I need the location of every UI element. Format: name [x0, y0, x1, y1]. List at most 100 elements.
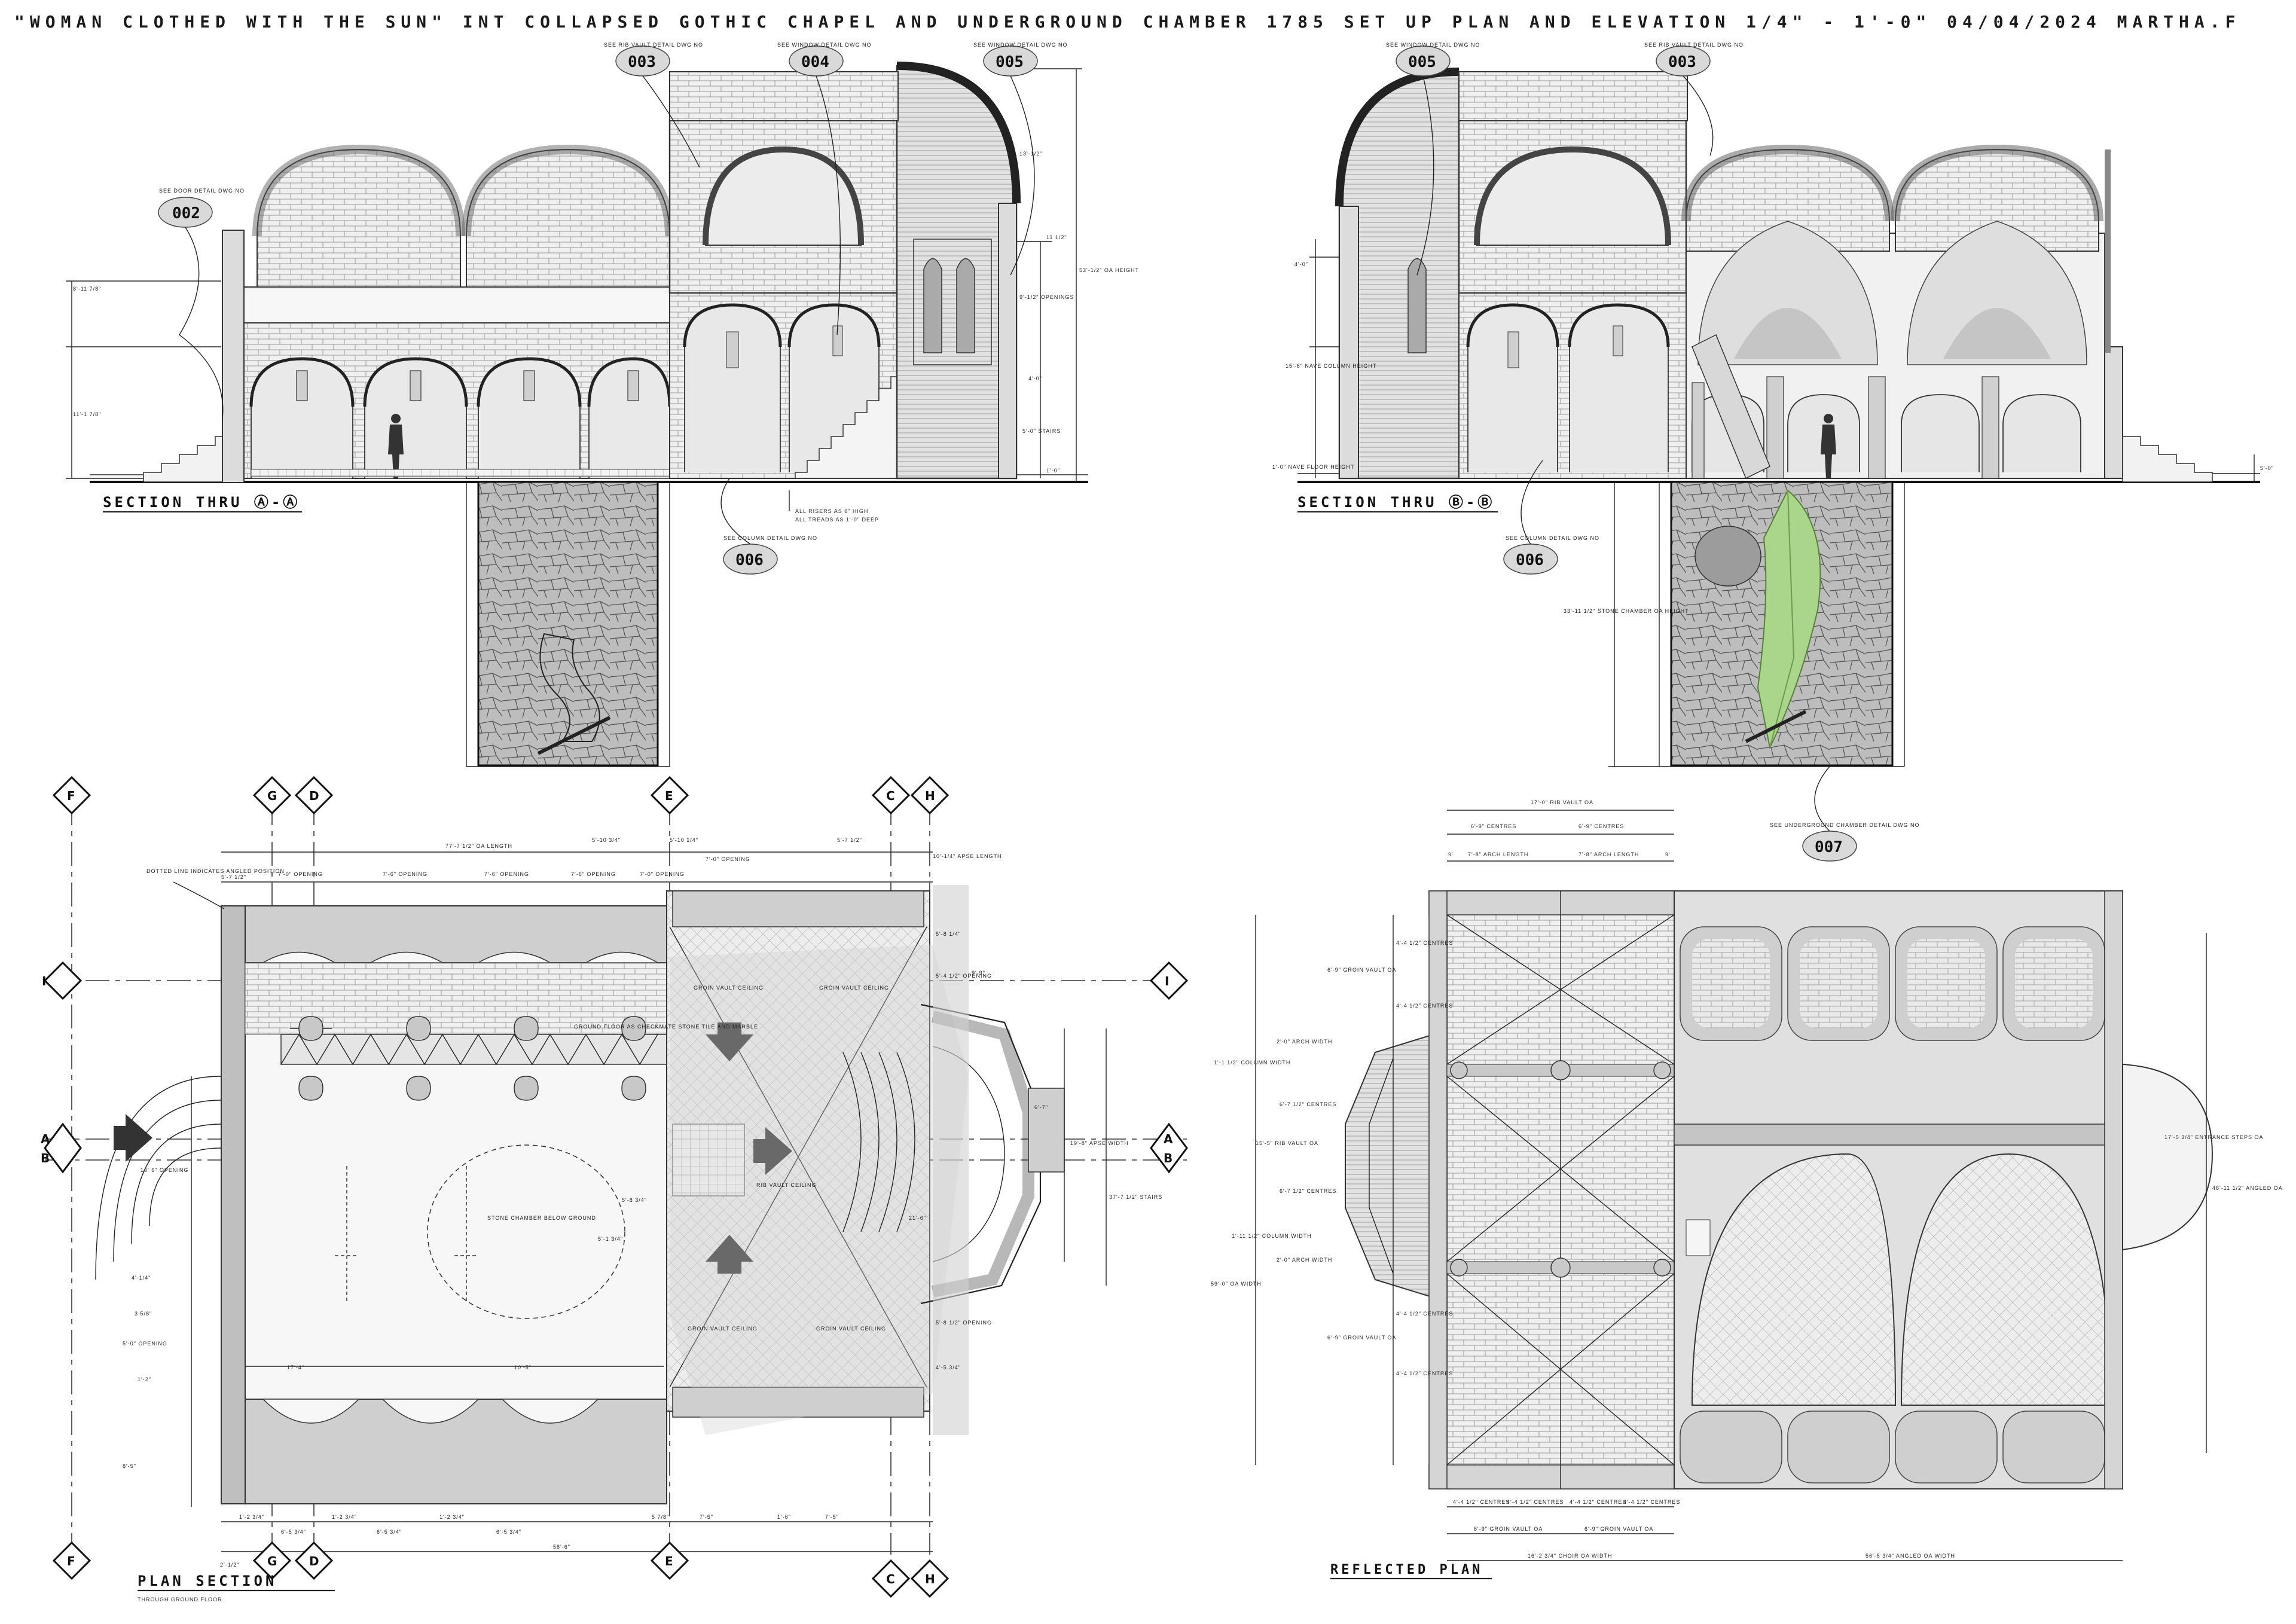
plan-oa-length: 77'-7 1/2" OA LENGTH	[445, 843, 512, 849]
grid-d-top: D	[309, 789, 319, 803]
note-groin-vault-2: GROIN VAULT CEILING	[819, 985, 889, 991]
svg-text:SEE RIB VAULT DETAIL DWG NO: SEE RIB VAULT DETAIL DWG NO	[1644, 42, 1744, 48]
section-a-callouts: SEE DOOR DETAIL DWG NO 002 SEE RIB VAULT…	[158, 42, 1067, 575]
dim-p-r-3: 19'-8" APSE WIDTH	[1070, 1140, 1129, 1146]
dim-p-in-3: 5'-1 3/4"	[598, 1236, 623, 1242]
grid-f-top: F	[67, 789, 75, 803]
dim-a-3: 13'-1/2"	[1019, 151, 1042, 157]
dim-r-top-2: 6'-9" CENTRES	[1578, 823, 1624, 829]
section-a-title: SECTION THRU Ⓐ-Ⓐ	[103, 494, 300, 511]
svg-text:005: 005	[996, 53, 1024, 71]
grid-g-bot: G	[267, 1554, 277, 1568]
dim-p-r-2: 9'-9"	[972, 970, 985, 976]
section-b-callouts: SEE WINDOW DETAIL DWG NO 005 SEE RIB VAU…	[1386, 42, 1920, 862]
plan-section-annotations: 77'-7 1/2" OA LENGTH 5'-7 1/2" 7'-0" OPE…	[123, 837, 1162, 1568]
dim-a-6: 53'-1/2" OA HEIGHT	[1079, 267, 1139, 273]
dim-r-l-3: 2'-0" ARCH WIDTH	[1277, 1039, 1332, 1045]
dim-r-l-10: 59'-0" OA WIDTH	[1211, 1281, 1262, 1287]
note-dotted-line: DOTTED LINE INDICATES ANGLED POSITION	[146, 868, 285, 874]
dim-a-2: 11'-1 7/8"	[73, 411, 101, 417]
dim-r-b-6: 16'-2 3/4" CHOIR OA WIDTH	[1528, 1553, 1612, 1559]
dim-r-b-4: 6'-9" GROIN VAULT OA	[1474, 1526, 1543, 1532]
dim-p-oa-bottom: 58'-6"	[553, 1544, 570, 1550]
reflected-plan-drawing	[1345, 890, 2213, 1489]
dim-p-in-0: 17'-4"	[287, 1364, 304, 1370]
dim-p-top-1: 7'-0" OPENING	[278, 871, 323, 877]
svg-text:002: 002	[172, 204, 200, 222]
callout-004: SEE WINDOW DETAIL DWG NO 004	[777, 42, 871, 335]
reflected-plan-title: REFLECTED PLAN	[1330, 1562, 1483, 1577]
dim-p-b-5: 6'-5 3/4"	[496, 1529, 521, 1535]
dim-r-top-6: 9'	[1665, 851, 1671, 857]
dim-r-top-5: 7'-8" ARCH LENGTH	[1578, 851, 1639, 857]
section-a-drawing	[90, 62, 1088, 767]
dim-p-l-5: 8'-5"	[123, 1463, 136, 1469]
dim-r-l-7: 6'-7 1/2" CENTRES	[1280, 1188, 1336, 1194]
dim-p-b-6: 5 7/8"	[652, 1514, 669, 1520]
dim-r-l-5: 6'-7 1/2" CENTRES	[1280, 1101, 1336, 1107]
dim-p-b-9: 7'-5"	[825, 1514, 839, 1520]
grid-a-right: A	[1164, 1132, 1173, 1146]
plan-section-subtitle: THROUGH GROUND FLOOR	[138, 1596, 222, 1602]
plan-section-title: PLAN SECTION	[138, 1573, 277, 1589]
dim-p-top-6: 5'-10 3/4"	[592, 837, 621, 843]
grid-d-bot: D	[309, 1554, 319, 1568]
dim-p-b-0: 1'-2 3/4"	[239, 1514, 264, 1520]
svg-text:006: 006	[1516, 551, 1544, 569]
note-groin-vault-1: GROIN VAULT CEILING	[694, 985, 764, 991]
dim-r-top-0: 17'-0" RIB VAULT OA	[1531, 799, 1593, 805]
dim-r-l-11: 4'-4 1/2" CENTRES	[1396, 1311, 1453, 1317]
dim-a-9: 1'-0"	[1046, 468, 1060, 474]
svg-text:SEE RIB VAULT DETAIL DWG NO: SEE RIB VAULT DETAIL DWG NO	[604, 42, 703, 48]
grid-i-left: I	[42, 974, 46, 988]
dim-p-b-2: 1'-2 3/4"	[332, 1514, 357, 1520]
dim-p-top-9: 5'-7 1/2"	[837, 837, 862, 843]
dim-r-r-0: 17'-5 3/4" ENTRANCE STEPS OA	[2164, 1134, 2263, 1140]
dim-p-b-1: 6'-5 3/4"	[281, 1529, 306, 1535]
callout-005-b: SEE WINDOW DETAIL DWG NO 005	[1386, 42, 1480, 276]
dim-p-b-10: 2'-1/2"	[220, 1562, 239, 1568]
callout-007: SEE UNDERGROUND CHAMBER DETAIL DWG NO 00…	[1770, 766, 1920, 862]
dim-r-r-1: 46'-11 1/2" ANGLED OA	[2212, 1185, 2283, 1191]
grid-e-top: E	[665, 789, 673, 803]
dim-p-top-0: 5'-7 1/2"	[221, 874, 246, 880]
dim-b-1: 4'-0"	[1294, 261, 1308, 267]
dim-p-top-8: 7'-0" OPENING	[706, 856, 750, 862]
svg-text:007: 007	[1815, 838, 1843, 856]
section-b-dimensions: 4'-0" 15'-6" NAVE COLUMN HEIGHT 1'-0" NA…	[1272, 239, 2273, 767]
callout-006-b: SEE COLUMN DETAIL DWG NO 006	[1503, 460, 1599, 575]
grid-c-bot: C	[886, 1572, 895, 1586]
dim-p-in-1: 10'-5"	[514, 1364, 532, 1370]
dim-r-b-2: 4'-4 1/2" CENTRES	[1570, 1499, 1626, 1505]
svg-text:SEE DOOR DETAIL DWG NO: SEE DOOR DETAIL DWG NO	[159, 188, 245, 194]
dim-p-r-4: 37'-7 1/2" STAIRS	[1109, 1194, 1162, 1200]
callout-006-a: SEE COLUMN DETAIL DWG NO 006	[720, 478, 817, 575]
dim-r-l-0: 4'-4 1/2" CENTRES	[1396, 940, 1453, 946]
dim-r-l-9: 2'-0" ARCH WIDTH	[1277, 1257, 1332, 1263]
sheet-title: "WOMAN CLOTHED WITH THE SUN" INT COLLAPS…	[14, 12, 2241, 32]
dim-p-l-3: 5'-0" OPENING	[123, 1341, 167, 1347]
grid-e-bot: E	[665, 1554, 673, 1568]
dim-r-b-5: 6'-9" GROIN VAULT OA	[1584, 1526, 1653, 1532]
dim-p-top-4: 7'-6" OPENING	[571, 871, 616, 877]
callout-003-b: SEE RIB VAULT DETAIL DWG NO 003	[1644, 42, 1744, 156]
note-risers: ALL RISERS AS 6" HIGH	[795, 508, 868, 514]
dim-r-b-3: 4'-4 1/2" CENTRES	[1623, 1499, 1680, 1505]
dim-p-r-7: 4'-5 3/4"	[936, 1364, 961, 1370]
reflected-plan-annotations: 17'-0" RIB VAULT OA 6'-9" CENTRES 6'-9" …	[1211, 799, 2283, 1561]
svg-text:SEE UNDERGROUND CHAMBER DETAIL: SEE UNDERGROUND CHAMBER DETAIL DWG NO	[1770, 822, 1920, 828]
grid-c-top: C	[886, 789, 895, 803]
section-b-drawing	[1297, 68, 2260, 767]
plan-grid-markers: F G D E C H F G D E C H I I A B A B	[41, 776, 1189, 1598]
dim-a-4: 11 1/2"	[1046, 234, 1067, 240]
note-stone-chamber: STONE CHAMBER BELOW GROUND	[487, 1215, 596, 1221]
dim-p-r-5: 6'-7"	[1034, 1104, 1048, 1110]
svg-text:003: 003	[628, 53, 656, 71]
note-treads: ALL TREADS AS 1'-0" DEEP	[795, 517, 879, 523]
dim-p-in-2: 5'-8 3/4"	[622, 1197, 647, 1203]
dim-b-4: 33'-11 1/2" STONE CHAMBER OA HEIGHT	[1564, 608, 1689, 614]
dim-r-b-0: 4'-4 1/2" CENTRES	[1453, 1499, 1510, 1505]
note-rib-vault: RIB VAULT CEILING	[756, 1182, 817, 1188]
